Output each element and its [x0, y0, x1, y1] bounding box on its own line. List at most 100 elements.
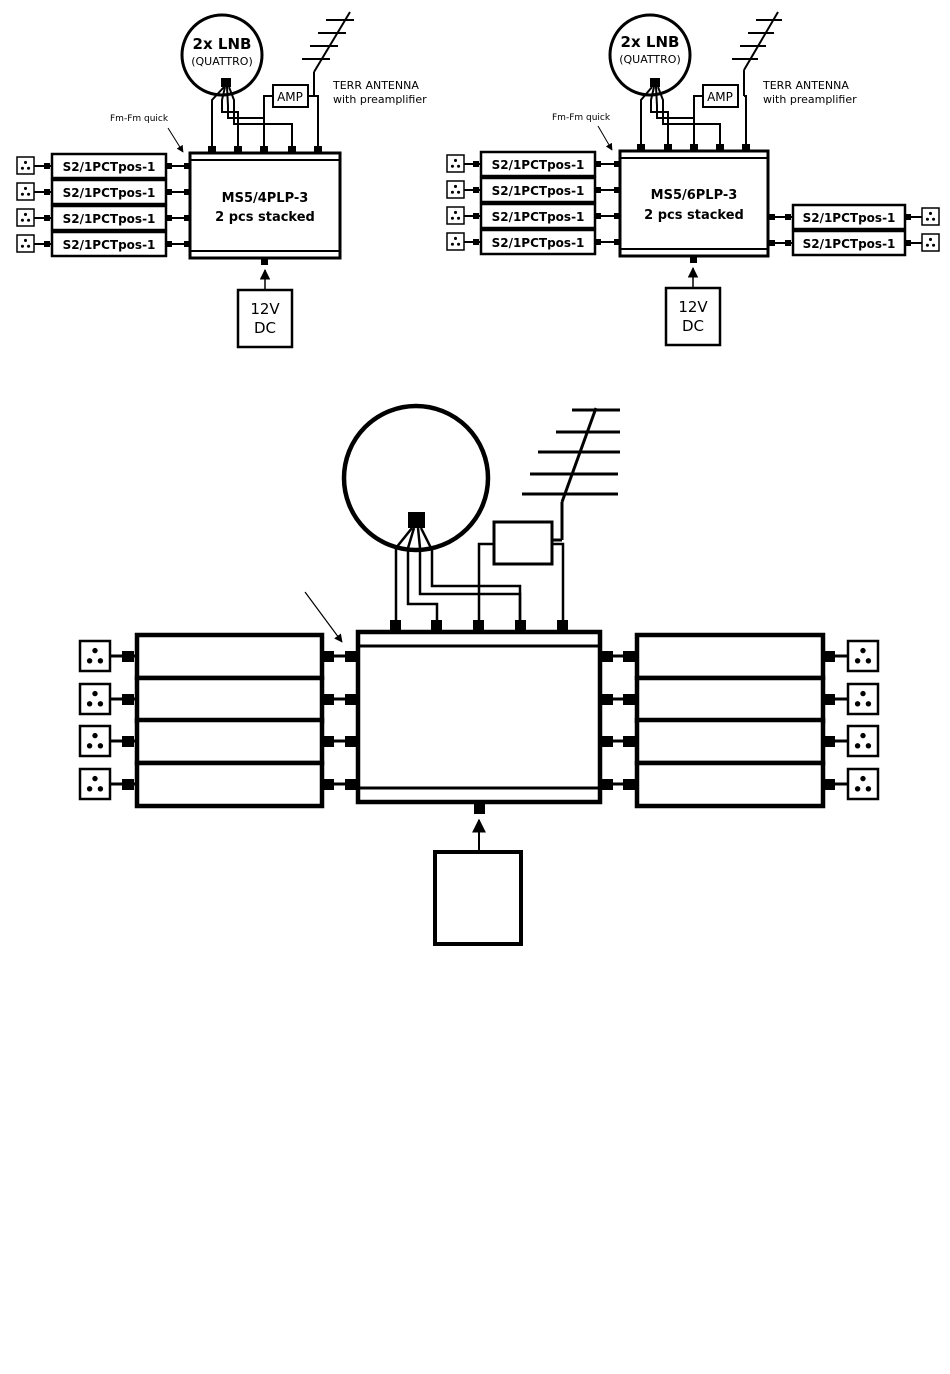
- lnb-dish-circle: [341, 403, 491, 553]
- lnb-cables: [640, 86, 721, 150]
- module-label: S2/1PCTpos-1: [492, 184, 585, 198]
- module-row: S2/1PCTpos-1: [446, 176, 620, 204]
- receiver-module-box: [634, 632, 826, 681]
- wall-socket-icon: [16, 234, 35, 253]
- antenna-to-switch-cable: [552, 542, 565, 622]
- receiver-module-box: [634, 760, 826, 809]
- module-label: S2/1PCTpos-1: [803, 237, 896, 251]
- left-module-row: [78, 632, 358, 681]
- receiver-module-box: [50, 204, 168, 232]
- antenna-label-1: TERR ANTENNA: [332, 79, 419, 92]
- amp-to-switch-cable: [477, 542, 494, 622]
- wall-socket-icon: [446, 180, 465, 199]
- receiver-module-box: [134, 760, 325, 809]
- connector-pointer: [304, 591, 343, 643]
- lnb-head-icon: [408, 512, 425, 528]
- lnb-head-icon: [650, 78, 660, 87]
- lnb-title: 2x LNB: [621, 33, 680, 51]
- switch-top-connectors: [208, 146, 322, 153]
- amp-to-switch-cable: [693, 95, 703, 118]
- receiver-module-box: [791, 203, 907, 231]
- switch-top-connectors: [390, 620, 568, 631]
- terr-antenna-icon: [302, 11, 354, 97]
- psu-label-2: DC: [682, 317, 704, 335]
- multiswitch-box: [355, 629, 603, 805]
- wall-socket-icon: [16, 156, 35, 175]
- module-row: S2/1PCTpos-1: [16, 230, 190, 258]
- amp-to-switch-cable: [263, 95, 273, 118]
- multiswitch-box: [618, 149, 770, 258]
- receiver-module-box: [50, 152, 168, 180]
- left-module-row: [78, 760, 358, 809]
- module-row: S2/1PCTpos-1: [446, 150, 620, 178]
- lnb-head-icon: [221, 78, 231, 87]
- receiver-module-box: [479, 202, 597, 230]
- switch-stack-label: 2 pcs stacked: [215, 210, 315, 225]
- terr-antenna-icon: [522, 407, 620, 542]
- lnb-subtitle: (QUATTRO): [619, 53, 681, 66]
- wall-socket-icon: [446, 154, 465, 173]
- right-module-row: [600, 760, 880, 809]
- wall-socket-icon: [446, 232, 465, 251]
- module-label: S2/1PCTpos-1: [803, 211, 896, 225]
- module-label: S2/1PCTpos-1: [63, 238, 156, 252]
- right-modules: S2/1PCTpos-1S2/1PCTpos-1: [769, 203, 940, 257]
- wall-socket-icon: [78, 767, 112, 801]
- wall-socket-icon: [16, 208, 35, 227]
- lnb-dish-circle: [180, 13, 264, 97]
- module-label: S2/1PCTpos-1: [63, 186, 156, 200]
- psu-label-1: 12V: [250, 300, 280, 318]
- right-module-row: [600, 717, 880, 766]
- psu-label-1: 12V: [678, 298, 708, 316]
- receiver-module-box: [634, 675, 826, 724]
- receiver-module-box: [134, 717, 325, 766]
- psu-label-2: DC: [254, 319, 276, 337]
- module-label: S2/1PCTpos-1: [63, 160, 156, 174]
- right-module-row: [600, 632, 880, 681]
- receiver-module-box: [50, 178, 168, 206]
- connector-label: Fm-Fm quick: [552, 113, 611, 123]
- antenna-label-2: with preamplifier: [763, 93, 857, 106]
- receiver-module-box: [634, 717, 826, 766]
- lnb-cables-extra: [419, 527, 522, 622]
- connector-pointer: [597, 125, 613, 151]
- switch-stack-label: 2 pcs stacked: [644, 208, 744, 223]
- lnb-cables: [211, 86, 293, 150]
- wall-socket-icon: [78, 682, 112, 716]
- switch-model-label: MS5/6PLP-3: [651, 188, 738, 203]
- module-label: S2/1PCTpos-1: [492, 158, 585, 172]
- amp-label: AMP: [707, 90, 733, 104]
- wall-socket-icon: [921, 233, 940, 252]
- psu-box: [236, 288, 294, 349]
- antenna-label-2: with preamplifier: [333, 93, 427, 106]
- antenna-label-1: TERR ANTENNA: [762, 79, 849, 92]
- right-module-row: [600, 675, 880, 724]
- module-row: S2/1PCTpos-1: [446, 202, 620, 230]
- module-label: S2/1PCTpos-1: [492, 210, 585, 224]
- psu-box: [433, 850, 523, 946]
- psu-connector: [690, 256, 697, 263]
- amp-label: AMP: [277, 90, 303, 104]
- module-row: S2/1PCTpos-1: [16, 204, 190, 232]
- lnb-dish-circle: [608, 13, 692, 97]
- antenna-to-switch-cable: [744, 95, 747, 150]
- module-label: S2/1PCTpos-1: [492, 236, 585, 250]
- lnb-subtitle: (QUATTRO): [191, 55, 253, 68]
- wall-socket-icon: [921, 207, 940, 226]
- wall-socket-icon: [846, 639, 880, 673]
- module-row: S2/1PCTpos-1: [446, 228, 620, 256]
- left-modules: S2/1PCTpos-1S2/1PCTpos-1S2/1PCTpos-1S2/1…: [446, 150, 620, 256]
- diagram-c: [78, 403, 880, 946]
- module-label: S2/1PCTpos-1: [63, 212, 156, 226]
- psu-connector: [474, 802, 485, 814]
- wall-socket-icon: [446, 206, 465, 225]
- module-row: S2/1PCTpos-1: [769, 229, 940, 257]
- psu-connector: [261, 258, 268, 265]
- connector-pointer: [167, 127, 184, 153]
- wall-socket-icon: [846, 682, 880, 716]
- left-module-row: [78, 675, 358, 724]
- diagram-a: 2x LNB (QUATTRO) AMP TERR ANTENNA with p…: [16, 11, 427, 349]
- left-module-row: [78, 717, 358, 766]
- receiver-module-box: [50, 230, 168, 258]
